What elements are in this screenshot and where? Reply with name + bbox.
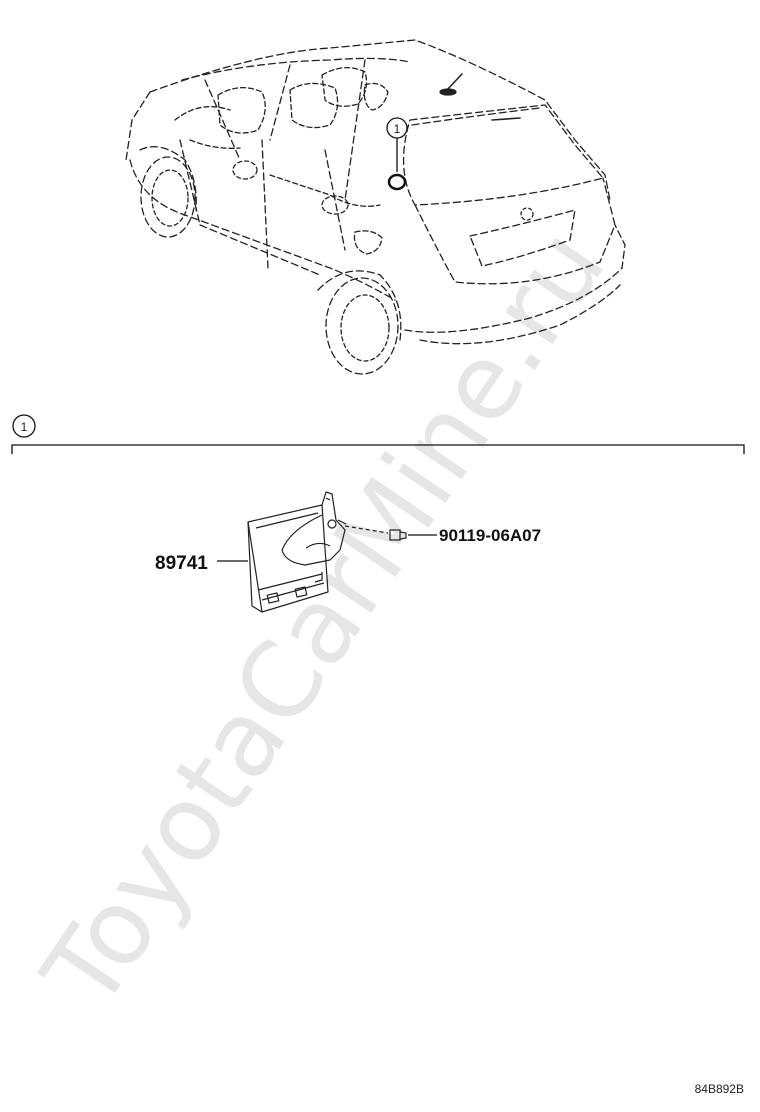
- module-part-number: 89741: [155, 553, 208, 574]
- drawing-code: 84B892B: [695, 1082, 744, 1096]
- section-header: 1: [11, 414, 745, 454]
- screw-head: [389, 529, 401, 541]
- screw-part-number: 90119-06A07: [439, 526, 541, 545]
- car-callout-number: 1: [394, 122, 401, 136]
- section-callout-circle: [12, 414, 36, 438]
- car-illustration: [125, 39, 626, 375]
- module-location-ring: [387, 173, 407, 191]
- screw-alignment-line: [344, 525, 389, 534]
- screw-part: [344, 525, 407, 541]
- module-assembly: [247, 491, 347, 613]
- section-bracket: [11, 444, 745, 454]
- section-callout-number: 1: [21, 420, 28, 434]
- screw-shank: [399, 531, 407, 540]
- car-callout: 1: [386, 117, 408, 191]
- watermark-text: ToyotaCarMine.ru: [19, 208, 629, 1030]
